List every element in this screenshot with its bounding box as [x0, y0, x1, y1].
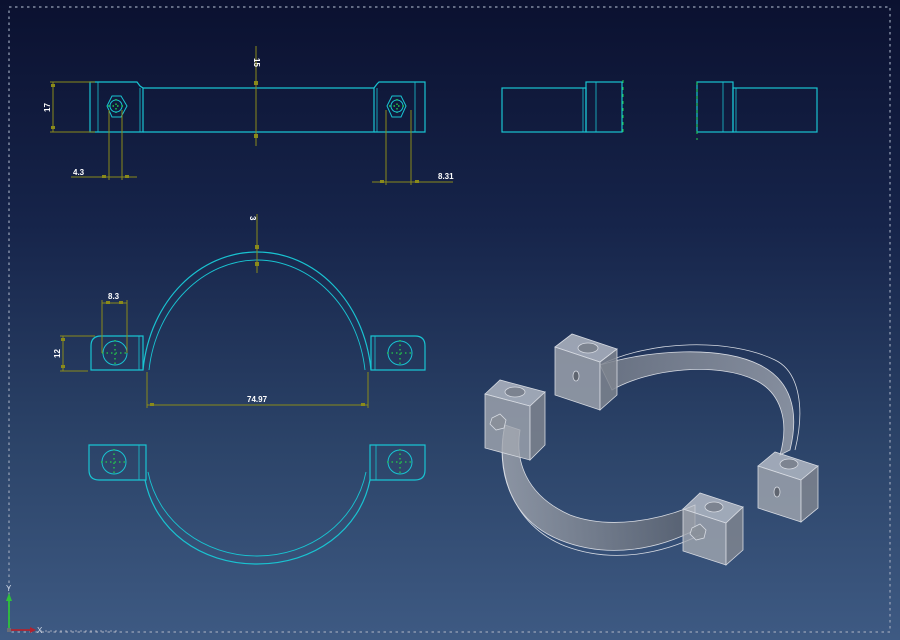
dim-front-hole-right: 8.31: [438, 172, 454, 181]
side-view-right[interactable]: [696, 81, 818, 133]
dim-top-wall: 3: [248, 216, 257, 221]
dim-front-height: 17: [43, 103, 52, 112]
side-view-left[interactable]: [501, 81, 623, 133]
front-dimension-arrows: [51, 81, 419, 183]
dim-front-hole-left: 4.3: [73, 168, 85, 177]
dim-top-tab-height: 12: [53, 349, 62, 358]
iso-block-3: [757, 451, 819, 523]
top-view[interactable]: [90, 251, 426, 371]
front-view[interactable]: [89, 81, 426, 133]
x-axis-label: X: [37, 626, 43, 635]
iso-block-1: [484, 379, 546, 461]
bottom-centerlines: [101, 449, 413, 476]
bottom-view[interactable]: [88, 444, 426, 565]
front-dimension-lines: [50, 46, 453, 185]
top-dimension-arrows: [61, 245, 365, 406]
iso-block-2: [554, 333, 618, 411]
top-dimension-lines: [60, 214, 369, 408]
y-axis-label: Y: [6, 584, 12, 593]
dim-top-hole: 8.3: [108, 292, 120, 301]
iso-block-4: [682, 492, 744, 566]
dim-front-thickness: 15: [252, 58, 261, 67]
dim-top-span: 74.97: [247, 395, 268, 404]
sheet-border: [8, 6, 891, 633]
axis-triad: Y X: [6, 584, 120, 635]
isometric-3d-view[interactable]: [484, 333, 819, 566]
